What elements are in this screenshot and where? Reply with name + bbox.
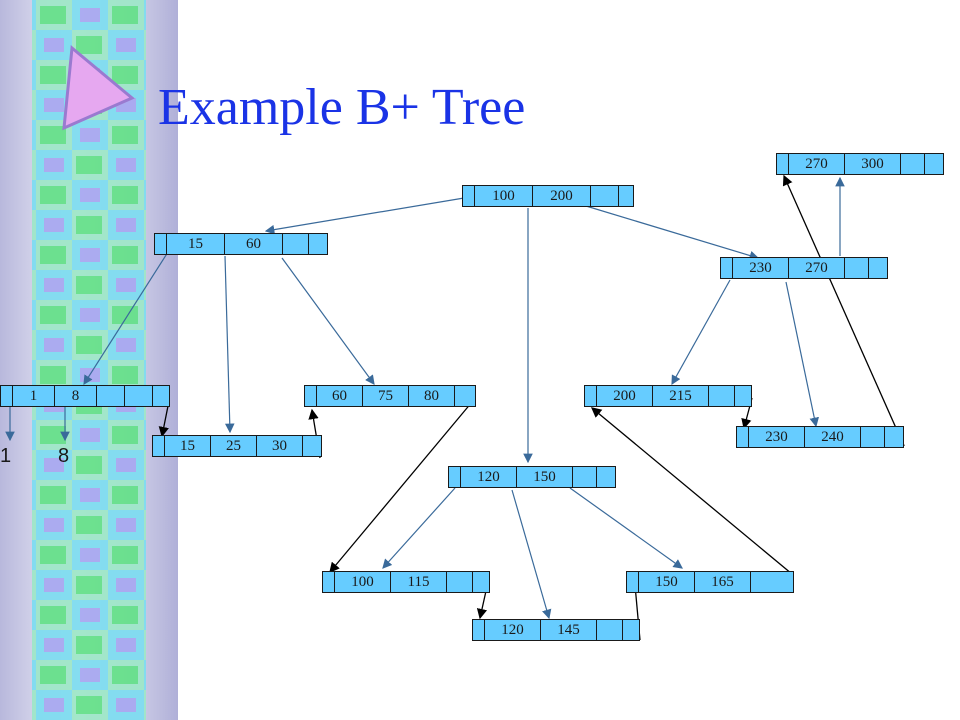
edge-15-60-to-15-25-30	[224, 255, 235, 434]
node-key: 270	[789, 154, 845, 174]
node-150-165: 150 165	[626, 571, 794, 593]
node-15-60: 15 60	[154, 233, 328, 255]
node-key: 230	[749, 427, 805, 447]
edge-230-270-to-230-240	[785, 281, 819, 428]
node-key: 150	[517, 467, 573, 487]
node-key: 165	[695, 572, 751, 592]
node-270-300: 270 300	[776, 153, 944, 175]
node-key: 100	[335, 572, 391, 592]
node-key: 100	[475, 186, 533, 206]
edge-15-60-to-60-75-80	[281, 257, 375, 385]
node-key: 1	[13, 386, 55, 406]
node-60-75-80: 60 75 80	[304, 385, 476, 407]
node-key: 200	[597, 386, 653, 406]
triangle-logo-icon	[62, 45, 135, 131]
node-key: 215	[653, 386, 709, 406]
node-key: 80	[409, 386, 455, 406]
node-230-240: 230 240	[736, 426, 904, 448]
node-key: 120	[461, 467, 517, 487]
edge-15-60-to-1-8	[83, 251, 169, 386]
node-key: 15	[165, 436, 211, 456]
node-key: 270	[789, 258, 845, 278]
edge-root-to-230-270	[585, 205, 760, 261]
node-root: 100 200	[462, 185, 634, 207]
node-key: 25	[211, 436, 257, 456]
leaf-link-150-165-to-200-215	[590, 407, 793, 575]
edge-120-150-to-100-115	[382, 487, 456, 569]
node-key: 240	[805, 427, 861, 447]
record-label-1: 1	[0, 445, 12, 467]
record-label-8: 8	[58, 445, 70, 467]
node-120-150: 120 150	[448, 466, 616, 488]
node-key: 200	[533, 186, 591, 206]
node-15-25-30: 15 25 30	[152, 435, 322, 457]
node-200-215: 200 215	[584, 385, 752, 407]
node-key: 30	[257, 436, 303, 456]
slide-title: Example B+ Tree	[158, 79, 526, 136]
node-key: 75	[363, 386, 409, 406]
node-1-8: 1 8	[0, 385, 170, 407]
edge-120-150-to-150-165	[569, 487, 683, 569]
node-key: 120	[485, 620, 541, 640]
node-230-270: 230 270	[720, 257, 888, 279]
node-key: 8	[55, 386, 97, 406]
node-key: 230	[733, 258, 789, 278]
edge-120-150-to-120-145	[511, 489, 552, 620]
node-key: 60	[225, 234, 283, 254]
leaf-link-60-75-80-to-100-115	[329, 401, 473, 573]
node-key: 15	[167, 234, 225, 254]
node-key: 145	[541, 620, 597, 640]
node-key: 300	[845, 154, 901, 174]
leaf-link-1-8-to-15-25-30	[158, 405, 169, 438]
node-key: 115	[391, 572, 447, 592]
node-100-115: 100 115	[322, 571, 490, 593]
node-key: 60	[317, 386, 363, 406]
leaf-link-230-240-to-270-300	[782, 174, 905, 447]
node-120-145: 120 145	[472, 619, 640, 641]
edge-230-270-to-200-215	[671, 279, 731, 386]
node-key: 150	[639, 572, 695, 592]
edge-root-to-15-60	[264, 196, 471, 235]
